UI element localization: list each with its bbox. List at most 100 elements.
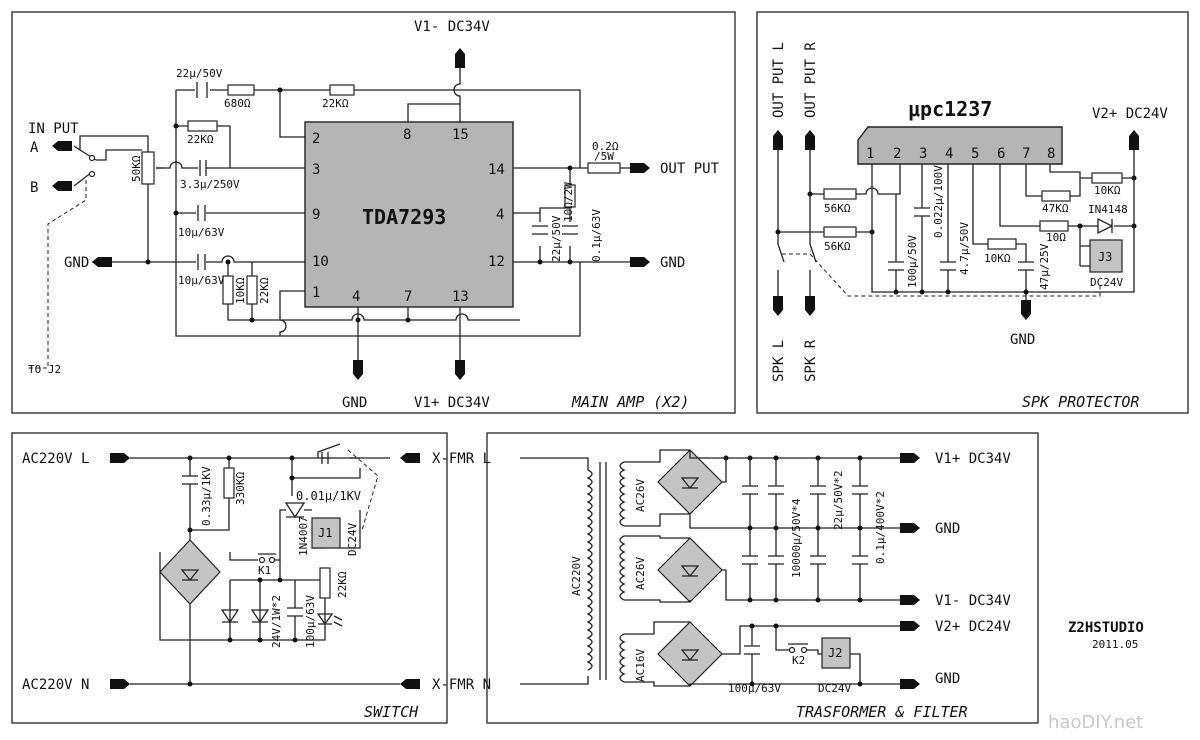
upc1237-chip	[857, 126, 1063, 165]
spk-diode-label: IN4148	[1088, 203, 1128, 216]
spk-r-10k-top-label: 10KΩ	[1094, 184, 1121, 197]
spk-pin-3: 3	[919, 146, 927, 162]
pin-2: 2	[312, 131, 320, 147]
tf-sec2-label: AC26V	[634, 557, 647, 590]
r-out-label: 0.2Ω	[592, 140, 619, 153]
gnd-right-label: GND	[660, 255, 685, 271]
transformer-section: AC220V AC26V AC26V AC16V V1+ DC34V GND V…	[520, 449, 1011, 721]
pin-4-right: 4	[496, 207, 504, 223]
tf-relay-label: J2	[828, 646, 842, 660]
spk-pin-5: 5	[971, 146, 979, 162]
in-b-label: B	[30, 180, 38, 196]
spk-pin-6: 6	[997, 146, 1005, 162]
c-10u-a-label: 10μ/63V	[178, 226, 225, 239]
r-10r-label: 10Ω/2W	[562, 182, 575, 222]
tda7293-chip	[304, 121, 514, 308]
spk-r-10r-label: 10Ω	[1046, 231, 1066, 244]
tf-v1-minus-label: V1- DC34V	[935, 593, 1011, 609]
studio-label: Z2HSTUDIO	[1068, 620, 1144, 636]
r-22k-in-label: 22KΩ	[187, 133, 214, 146]
v-plus-label: V1+ DC34V	[414, 395, 490, 411]
res-10k	[222, 275, 234, 305]
tf-k2-label: K2	[792, 654, 805, 667]
gnd-left-label: GND	[64, 255, 89, 271]
spk-l-label: SPK L	[771, 340, 787, 382]
spk-pin-1: 1	[866, 146, 874, 162]
spk-pin-4: 4	[945, 146, 953, 162]
tf-c-10000-label: 10000μ/50V*4	[790, 498, 803, 578]
switch-r-22k-label: 22KΩ	[336, 571, 349, 598]
r-out-w-label: /5W	[594, 150, 614, 163]
tf-c-0u1-label: 0.1μ/400V*2	[874, 491, 887, 564]
r-22k-top-label: 22KΩ	[322, 97, 349, 110]
pin-9: 9	[312, 207, 320, 223]
spk-r-47k-label: 47KΩ	[1042, 202, 1069, 215]
out-put-r-label: OUT PUT R	[803, 42, 819, 118]
pin-13: 13	[452, 289, 469, 305]
r-22k-v-label: 22KΩ	[258, 277, 271, 304]
xfmr-l-label: X-FMR L	[432, 451, 491, 467]
switch-section: AC220V L AC220V N X-FMR L X-FMR N 0.33μ/…	[22, 443, 491, 721]
tf-v1-plus-label: V1+ DC34V	[935, 451, 1011, 467]
c-in1-label: 22μ/50V	[176, 67, 223, 80]
switch-diode	[284, 502, 306, 519]
spk-v-plus-label: V2+ DC24V	[1092, 106, 1168, 122]
spk-r-56k-a-label: 56KΩ	[824, 202, 851, 215]
res-0r2	[587, 162, 621, 174]
spk-c-0u022-label: 0.022μ/100V	[932, 165, 945, 238]
switch-c-0u33-label: 0.33μ/1KV	[200, 466, 213, 526]
tf-primary-label: AC220V	[570, 556, 583, 596]
switch-zener-1	[220, 609, 240, 624]
spk-r-10k-label: 10KΩ	[984, 252, 1011, 265]
switch-title: SWITCH	[364, 703, 419, 721]
tda7293-label: TDA7293	[362, 205, 446, 229]
switch-relay-j1	[311, 517, 341, 549]
pin-8: 8	[403, 127, 411, 143]
pin-12: 12	[488, 254, 505, 270]
r-10k-label: 10KΩ	[234, 277, 247, 304]
res-10r-2w	[564, 184, 576, 208]
spk-gnd-label: GND	[1010, 332, 1035, 348]
main-amp-frame	[11, 11, 736, 414]
pin-3: 3	[312, 162, 320, 178]
tf-relay-j2	[821, 637, 851, 669]
tf-sec3-label: AC16V	[634, 649, 647, 682]
switch-r-330k-label: 330KΩ	[234, 472, 247, 505]
out-put-l-label: OUT PUT L	[771, 42, 787, 118]
switch-cap-0u33	[182, 475, 198, 485]
pin-14: 14	[488, 162, 505, 178]
spk-pin-7: 7	[1022, 146, 1030, 162]
spk-protector-frame	[756, 11, 1189, 414]
switch-relay-label: J1	[318, 526, 332, 540]
switch-k1-label: K1	[258, 564, 271, 577]
pot-label: 50KΩ	[130, 155, 143, 182]
res-22k-top	[329, 84, 355, 96]
switch-zener-label: 24V/1W*2	[270, 595, 283, 648]
pin-7: 7	[404, 289, 412, 305]
main-amp-title: MAIN AMP (X2)	[571, 393, 689, 411]
switch-frame	[11, 432, 448, 724]
date-label: 2011.05	[1092, 638, 1138, 651]
spk-r-label: SPK R	[803, 339, 819, 382]
spk-pin-8: 8	[1047, 146, 1055, 162]
r-680-label: 680Ω	[224, 97, 251, 110]
spk-pin-2: 2	[893, 146, 901, 162]
tf-gnd1-label: GND	[935, 521, 960, 537]
switch-relay-v-label: DC24V	[346, 523, 359, 556]
switch-res-22k	[319, 567, 331, 599]
in-put-label: IN PUT	[28, 121, 79, 137]
c-10u-b-label: 10μ/63V	[178, 274, 225, 287]
spk-res-56k-a	[823, 188, 857, 200]
bridge-3	[657, 621, 723, 687]
tf-v2-plus-label: V2+ DC24V	[935, 619, 1011, 635]
spk-c-4u7-label: 4.7μ/50V	[958, 222, 971, 275]
pin-4-bottom: 4	[352, 289, 360, 305]
gnd-bottom-label: GND	[342, 395, 367, 411]
v-minus-label: V1- DC34V	[414, 19, 490, 35]
xfmr-n-label: X-FMR N	[432, 677, 491, 693]
bridge-2	[657, 537, 723, 603]
pin-10: 10	[312, 254, 329, 270]
out-put-label: OUT PUT	[660, 161, 720, 177]
c-22u-label: 22μ/50V	[550, 215, 563, 262]
